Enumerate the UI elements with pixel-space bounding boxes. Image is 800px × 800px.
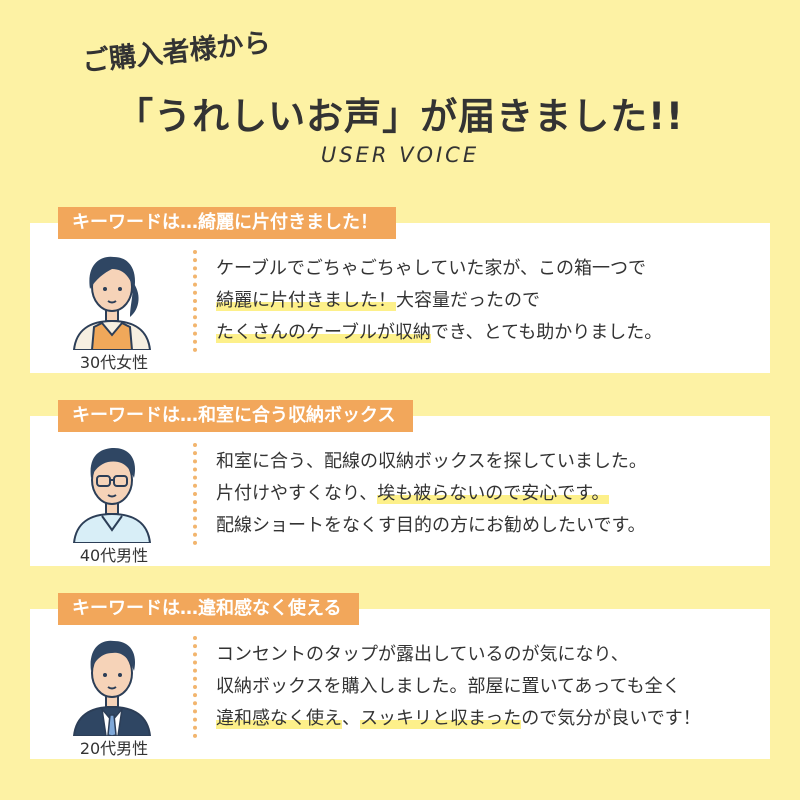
review-text-segment: 、 xyxy=(342,708,360,729)
voice-card-3: キーワードは…違和感なく使える 20代男性 コンセントのタップが露出しているのが… xyxy=(30,593,770,759)
header-english-title: USER VOICE xyxy=(320,143,480,167)
reviewer-age: 40代男性 xyxy=(79,546,149,565)
woman-apron-icon xyxy=(72,256,152,350)
keyword-tag: キーワードは…違和感なく使える xyxy=(58,593,360,625)
review-text-segment: 片付けやすくなり、 xyxy=(216,483,378,504)
highlighted-text: 埃も被らないので安心です。 xyxy=(377,483,610,504)
highlighted-text: 綺麗に片付きました！ xyxy=(216,290,396,311)
review-line: 和室に合う、配線の収納ボックスを探していました。 xyxy=(216,446,761,478)
review-line: 綺麗に片付きました！大容量だったので xyxy=(216,285,761,317)
review-text: コンセントのタップが露出しているのが気になり、収納ボックスを購入しました。部屋に… xyxy=(216,639,761,735)
review-text-segment: ので気分が良いです！ xyxy=(521,708,701,729)
reviewer-age: 20代男性 xyxy=(79,739,149,758)
dotted-divider xyxy=(193,250,197,352)
review-text-segment: ケーブルでごちゃごちゃしていた家が、この箱一つで xyxy=(216,258,647,279)
review-text-segment: 配線ショートをなくす目的の方にお勧めしたいです。 xyxy=(216,515,646,536)
review-text-segment: でき、とても助かりました。 xyxy=(430,322,663,343)
header-title: 「うれしいお声」が届きました!! xyxy=(116,95,684,138)
review-text-segment: 収納ボックスを購入しました。部屋に置いてあっても全く xyxy=(216,676,681,697)
review-line: ケーブルでごちゃごちゃしていた家が、この箱一つで xyxy=(216,253,761,285)
man-suit-icon xyxy=(72,640,152,736)
man-glasses-icon xyxy=(72,448,152,543)
review-text-segment: 大容量だったので xyxy=(396,290,540,311)
review-text-segment: 和室に合う、配線の収納ボックスを探していました。 xyxy=(216,451,647,472)
review-line: 片付けやすくなり、埃も被らないので安心です。 xyxy=(216,478,761,510)
dotted-divider xyxy=(193,443,197,545)
highlighted-text: スッキリと収まった xyxy=(360,708,522,729)
review-line: コンセントのタップが露出しているのが気になり、 xyxy=(216,639,761,671)
review-line: たくさんのケーブルが収納でき、とても助かりました。 xyxy=(216,317,761,349)
review-text-segment: コンセントのタップが露出しているのが気になり、 xyxy=(216,644,629,665)
review-text: 和室に合う、配線の収納ボックスを探していました。片付けやすくなり、埃も被らないの… xyxy=(216,446,761,542)
review-line: 配線ショートをなくす目的の方にお勧めしたいです。 xyxy=(216,510,761,542)
header-subtitle: ご購入者様から xyxy=(80,27,272,78)
reviewer-age: 30代女性 xyxy=(79,353,149,372)
header: ご購入者様から 「うれしいお声」が届きました!! USER VOICE xyxy=(0,0,800,190)
keyword-tag: キーワードは…綺麗に片付きました！ xyxy=(58,207,396,239)
dotted-divider xyxy=(193,636,197,738)
review-text: ケーブルでごちゃごちゃしていた家が、この箱一つで綺麗に片付きました！大容量だった… xyxy=(216,253,761,349)
review-line: 違和感なく使え、スッキリと収まったので気分が良いです！ xyxy=(216,703,761,735)
voice-card-1: キーワードは…綺麗に片付きました！ 30代女性 ケーブルでごちゃごちゃしていた家… xyxy=(30,207,770,373)
highlighted-text: たくさんのケーブルが収納 xyxy=(216,322,431,343)
highlighted-text: 違和感なく使え xyxy=(216,708,342,729)
review-line: 収納ボックスを購入しました。部屋に置いてあっても全く xyxy=(216,671,761,703)
keyword-tag: キーワードは…和室に合う収納ボックス xyxy=(58,400,414,432)
voice-card-2: キーワードは…和室に合う収納ボックス 40代男性 和室に合う、配線の収納ボックス… xyxy=(30,400,770,566)
